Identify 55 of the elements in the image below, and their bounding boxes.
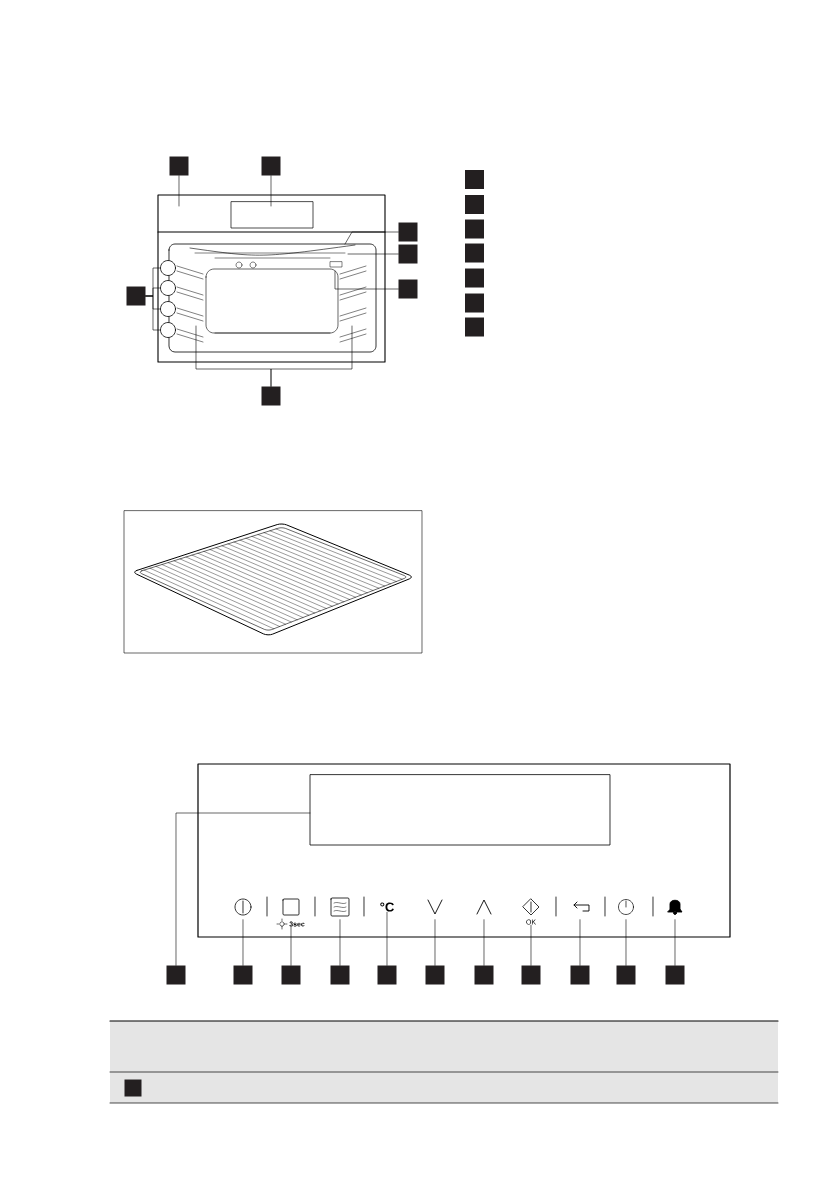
callout-square bbox=[465, 268, 484, 288]
menu-icon bbox=[330, 897, 350, 917]
leader-line bbox=[178, 175, 180, 207]
leader-line bbox=[334, 270, 399, 290]
callout-square bbox=[281, 965, 301, 985]
leader-line bbox=[530, 924, 532, 966]
leader-line bbox=[579, 919, 581, 966]
callout-square bbox=[169, 156, 189, 176]
callout-square bbox=[261, 386, 281, 406]
callout-square bbox=[377, 965, 397, 985]
shelf-position-circle bbox=[160, 260, 176, 276]
callout-square bbox=[616, 965, 636, 985]
leader-line bbox=[270, 325, 353, 387]
button-label: °C bbox=[380, 902, 394, 912]
callout-square bbox=[465, 243, 484, 263]
callout-square bbox=[465, 195, 484, 214]
callout-square bbox=[166, 965, 186, 985]
leader-line bbox=[339, 919, 341, 966]
callout-square bbox=[398, 222, 418, 242]
callout-square bbox=[465, 170, 484, 189]
leader-line bbox=[625, 919, 627, 966]
leader-line bbox=[483, 919, 485, 966]
leader-line bbox=[242, 919, 244, 966]
leader-line bbox=[347, 253, 399, 255]
shelf-position-circle bbox=[160, 322, 176, 338]
callout-square bbox=[521, 965, 541, 985]
callout-square bbox=[398, 279, 418, 299]
leader-line bbox=[175, 812, 311, 966]
callout-square bbox=[233, 965, 253, 985]
callout-square bbox=[126, 286, 146, 306]
callout-square bbox=[465, 219, 484, 239]
callout-square bbox=[398, 244, 418, 264]
clock-icon bbox=[618, 899, 634, 915]
callout-square bbox=[570, 965, 590, 985]
callout-square bbox=[330, 965, 350, 985]
bell-icon bbox=[667, 899, 683, 915]
callout-square bbox=[474, 965, 494, 985]
callout-square bbox=[465, 317, 484, 337]
callout-square bbox=[465, 293, 484, 313]
shelf-position-circle bbox=[160, 280, 176, 296]
leader-line bbox=[674, 919, 676, 966]
up-icon bbox=[476, 899, 492, 915]
down-icon bbox=[427, 899, 443, 915]
leader-line bbox=[434, 919, 436, 966]
leader-line bbox=[386, 912, 388, 966]
shelf-position-circle bbox=[160, 301, 176, 317]
callout-square bbox=[665, 965, 685, 985]
back-icon bbox=[573, 901, 590, 912]
callout-square bbox=[261, 156, 281, 176]
leader-line bbox=[290, 926, 292, 966]
leader-line bbox=[344, 231, 399, 245]
callout-square bbox=[425, 965, 445, 985]
power-icon bbox=[234, 898, 252, 916]
leader-line bbox=[145, 295, 161, 331]
leader-line bbox=[270, 175, 272, 207]
